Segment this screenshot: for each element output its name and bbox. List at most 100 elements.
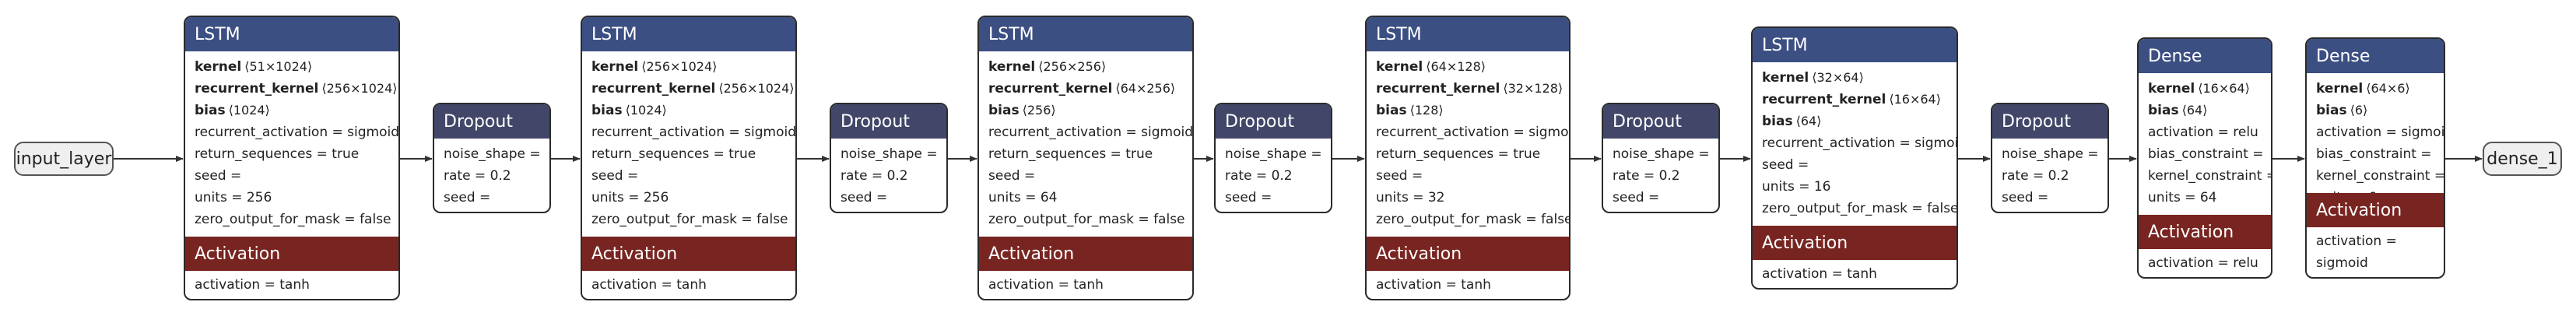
weight-shape: ⟨256⟩ (1022, 103, 1056, 118)
weight-name: bias (1762, 114, 1793, 129)
activation-value: activation = relu (2148, 255, 2258, 271)
property-row: noise_shape = (1225, 146, 1322, 162)
weight-shape: ⟨1024⟩ (228, 103, 270, 118)
weight-row: bias⟨1024⟩ (591, 100, 786, 121)
weight-name: bias (2148, 103, 2179, 118)
weight-name: bias (195, 103, 226, 118)
weight-shape: ⟨64×128⟩ (1426, 59, 1486, 74)
input-layer-node[interactable]: input_layer (14, 142, 114, 176)
property-row: seed = (1376, 168, 1423, 184)
weight-shape: ⟨32×64⟩ (1812, 70, 1864, 85)
activation-value: activation = tanh (1376, 277, 1491, 293)
weight-shape: ⟨16×64⟩ (1889, 92, 1941, 107)
weight-shape: ⟨51×1024⟩ (244, 59, 313, 74)
weight-row: bias⟨64⟩ (1762, 111, 1947, 132)
layer-node-dropout_3[interactable]: Dropout noise_shape = rate = 0.2 seed = (1214, 103, 1332, 213)
weight-name: bias (2316, 103, 2347, 118)
weight-shape: ⟨256×1024⟩ (321, 81, 398, 96)
activation-value: activation = tanh (988, 277, 1104, 293)
weight-shape: ⟨32×128⟩ (1503, 81, 1563, 96)
layer-properties: noise_shape = rate = 0.2 seed = (1216, 139, 1331, 209)
layer-title: LSTM (1367, 17, 1569, 51)
property-row: seed = (1225, 190, 1272, 205)
property-row: seed = (444, 190, 491, 205)
weight-row: bias⟨6⟩ (2316, 100, 2434, 121)
property-row: seed = (1613, 190, 1660, 205)
property-row: units = 64 (2148, 190, 2217, 205)
property-row: recurrent_activation = sigmoid (195, 125, 399, 140)
weight-shape: ⟨256×1024⟩ (718, 81, 795, 96)
property-row: return_sequences = true (195, 146, 360, 162)
layer-node-lstm_4[interactable]: LSTM kernel⟨64×128⟩ recurrent_kernel⟨32×12… (1365, 16, 1571, 300)
weight-name: recurrent_kernel (1376, 81, 1500, 97)
property-row: rate = 0.2 (1225, 168, 1293, 184)
weight-row: recurrent_kernel⟨256×1024⟩ (195, 78, 398, 100)
property-row: rate = 0.2 (2002, 168, 2069, 184)
weight-name: recurrent_kernel (988, 81, 1113, 97)
weight-row: kernel⟨16×64⟩ (2148, 78, 2262, 100)
weight-name: bias (591, 103, 623, 118)
property-row: rate = 0.2 (841, 168, 908, 184)
property-row: bias_constraint = (2316, 146, 2432, 162)
input-layer-label: input_layer (16, 149, 112, 169)
weight-row: kernel⟨32×64⟩ (1762, 67, 1947, 89)
weight-name: bias (1376, 103, 1407, 118)
weight-row: kernel⟨256×256⟩ (988, 56, 1183, 78)
property-row: recurrent_activation = sigmoid (1762, 135, 1958, 151)
layer-properties: noise_shape = rate = 0.2 seed = (1992, 139, 2107, 209)
layer-title: Dropout (1992, 104, 2107, 139)
weight-name: kernel (195, 59, 242, 75)
property-row: activation = relu (2148, 125, 2258, 140)
weight-name: kernel (988, 59, 1036, 75)
layer-title: LSTM (979, 17, 1192, 51)
activation-title: Activation (185, 237, 398, 271)
property-row: units = 256 (195, 190, 272, 205)
weight-row: recurrent_kernel⟨256×1024⟩ (591, 78, 795, 100)
property-row: return_sequences = true (988, 146, 1153, 162)
weight-name: kernel (1376, 59, 1423, 75)
weight-name: kernel (591, 59, 639, 75)
property-row: seed = (2002, 190, 2049, 205)
property-row: zero_output_for_mask = false (988, 212, 1185, 227)
weight-row: recurrent_kernel⟨16×64⟩ (1762, 89, 1947, 111)
weight-shape: ⟨256×256⟩ (1038, 59, 1107, 74)
property-row: zero_output_for_mask = false (1376, 212, 1571, 227)
weight-name: bias (988, 103, 1020, 118)
property-row: noise_shape = (2002, 146, 2099, 162)
property-row: activation = sigmoid (2316, 125, 2445, 140)
activation-title: Activation (2307, 193, 2444, 227)
property-row: units = 64 (988, 190, 1058, 205)
weight-row: bias⟨128⟩ (1376, 100, 1560, 121)
property-row: seed = (195, 168, 242, 184)
output-layer-node[interactable]: dense_1 (2483, 142, 2562, 176)
layer-title: Dropout (1216, 104, 1331, 139)
weight-row: recurrent_kernel⟨32×128⟩ (1376, 78, 1563, 100)
property-row: units = 32 (1376, 190, 1445, 205)
property-row: kernel_constraint = (2148, 168, 2272, 184)
activation-title: Activation (1367, 237, 1569, 271)
weight-shape: ⟨64⟩ (2181, 103, 2208, 118)
layer-node-dropout_5[interactable]: Dropout noise_shape = rate = 0.2 seed = (1991, 103, 2109, 213)
weight-shape: ⟨16×64⟩ (2198, 81, 2250, 96)
weight-name: recurrent_kernel (591, 81, 716, 97)
property-row: return_sequences = true (1376, 146, 1541, 162)
layer-title: Dropout (434, 104, 549, 139)
